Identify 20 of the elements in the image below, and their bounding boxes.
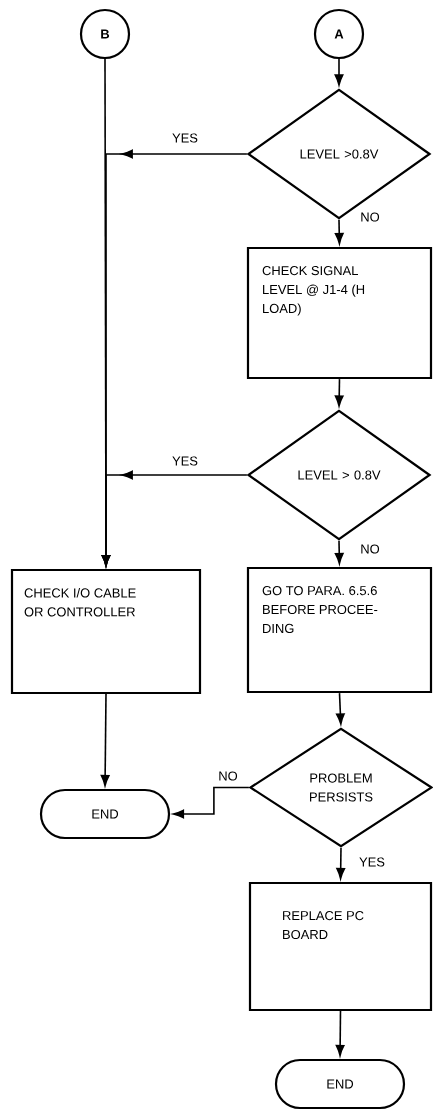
process-box: REPLACE PC BOARD	[248, 881, 433, 1012]
arrow	[101, 470, 248, 567]
edge-label: YES	[171, 455, 199, 467]
process-box: CHECK I/O CABLE OR CONTROLLER	[10, 568, 202, 695]
arrow	[100, 693, 110, 787]
arrow	[334, 58, 344, 86]
arrow	[335, 1010, 345, 1057]
arrow	[335, 692, 345, 725]
arrow	[334, 539, 344, 565]
edge-label: YES	[171, 132, 199, 144]
edge-label: NO	[359, 543, 381, 555]
arrow	[172, 786, 250, 819]
edge-label: NO	[359, 211, 381, 223]
edge-label: YES	[358, 856, 386, 868]
process-box: GO TO PARA. 6.5.6 BEFORE PROCEE- DING	[246, 566, 433, 694]
arrow	[336, 846, 346, 880]
arrow	[334, 378, 344, 407]
process-box: CHECK SIGNAL LEVEL @ J1-4 (H LOAD)	[246, 246, 433, 380]
arrow	[334, 218, 344, 245]
edge-label: NO	[217, 770, 239, 782]
